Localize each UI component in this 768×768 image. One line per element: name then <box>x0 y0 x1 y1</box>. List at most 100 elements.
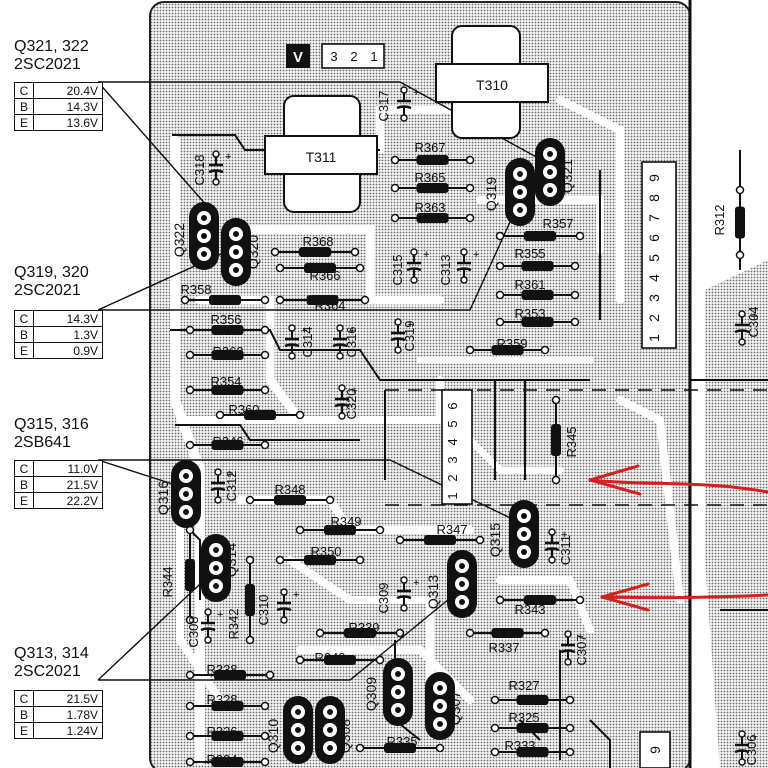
component-label: R355 <box>514 246 545 261</box>
capacitor-c312: +C312 <box>210 468 239 504</box>
resistor-r366: R366 <box>275 263 365 283</box>
resistor-r312: R312 <box>712 185 745 260</box>
resistor-r337: R337 <box>465 628 550 655</box>
capacitor-c317: +C317 <box>376 86 419 122</box>
strip-pin-label: 1 <box>646 334 662 342</box>
strip-pin-label: 4 <box>646 274 662 282</box>
component-label: R333 <box>504 738 535 753</box>
resistor-r358: R358 <box>180 282 270 305</box>
resistor-r362: R362 <box>185 344 270 360</box>
transistor-q321: Q321 <box>535 138 575 206</box>
component-label: R340 <box>314 650 345 665</box>
transistor-q319: Q319 <box>483 158 535 226</box>
corner-label: 9 <box>647 746 663 754</box>
strip-pin-label: 4 <box>445 438 460 445</box>
resistor-r333: R333 <box>490 738 575 757</box>
polarity-mark: + <box>577 631 583 643</box>
value-cell: 14.3V <box>33 310 103 327</box>
component-label: Q307 <box>447 691 463 725</box>
resistor-r368: R368 <box>270 234 360 257</box>
component-label: R325 <box>508 710 539 725</box>
callout-leaders <box>97 81 561 681</box>
pin-cell: E <box>14 114 34 131</box>
component-label: R362 <box>212 344 243 359</box>
callout-label: Q315, 316 <box>14 416 89 433</box>
pin-cell: B <box>14 326 34 343</box>
resistor-r355: R355 <box>495 246 580 271</box>
capacitor-c316: +C316 <box>332 324 359 360</box>
component-label: R338 <box>206 662 237 677</box>
transistor-q313: Q313 <box>425 550 477 618</box>
component-label: R360 <box>228 402 259 417</box>
right-copper-area <box>705 260 768 768</box>
component-label: Q309 <box>363 677 379 711</box>
component-label: C310 <box>256 594 271 625</box>
pin-cell: B <box>14 476 34 493</box>
component-label: C319 <box>402 320 417 351</box>
resistor-r325: R325 <box>490 710 575 733</box>
polarity-mark: + <box>301 325 307 337</box>
connector-v-label: V <box>293 49 303 66</box>
polarity-mark: + <box>349 325 355 337</box>
callout-label: Q319, 320 <box>14 264 89 281</box>
component-label: R356 <box>210 312 241 327</box>
callout-q319-title: Q319, 320 2SC2021 <box>14 264 89 300</box>
resistor-r340: R340 <box>295 650 385 665</box>
callout-label: Q313, 314 <box>14 645 89 662</box>
resistor-r327: R327 <box>490 678 575 705</box>
value-cell: 1.3V <box>33 326 103 343</box>
transistor-q314: Q314 <box>201 534 239 602</box>
component-label: R357 <box>542 216 573 231</box>
capacitor-c318: + C318 <box>192 150 231 186</box>
component-label: R346 <box>212 434 243 449</box>
component-label: C318 <box>192 154 207 185</box>
component-label: Q316 <box>155 481 171 515</box>
value-cell: 1.78V <box>33 706 103 723</box>
resistor-r339: R339 <box>315 620 405 638</box>
component-label: C317 <box>376 90 391 121</box>
component-label: R365 <box>414 170 445 185</box>
polarity-mark: + <box>225 151 231 163</box>
value-cell: 21.5V <box>33 690 103 707</box>
transistor-q309: Q309 <box>363 658 413 726</box>
component-label: R366 <box>309 268 340 283</box>
component-label: C312 <box>224 470 239 501</box>
component-label: Q320 <box>245 235 261 269</box>
polarity-mark: + <box>561 529 567 541</box>
dashed-boundaries <box>385 389 768 506</box>
resistor-r342: R342 <box>226 555 255 645</box>
transformer-t311: T311 <box>264 95 378 213</box>
component-label: R327 <box>508 678 539 693</box>
component-label: Q310 <box>265 719 281 753</box>
component-label: R348 <box>274 482 305 497</box>
pin-cell: C <box>14 690 34 707</box>
resistor-r363: R363 <box>390 200 475 223</box>
corner-box <box>639 731 671 768</box>
value-cell: 11.0V <box>33 460 103 477</box>
strip-pin-label: 9 <box>646 174 662 182</box>
capacitor-c315: +C315 <box>390 248 429 286</box>
component-label: R343 <box>514 602 545 617</box>
strip-pin-label: 3 <box>445 456 460 463</box>
transistor-q320: Q320 <box>221 218 261 286</box>
strip-pin-label: 2 <box>445 474 460 481</box>
component-label: R334 <box>206 752 237 767</box>
component-label: R349 <box>330 514 361 529</box>
component-label: R339 <box>348 620 379 635</box>
component-label: Q313 <box>425 575 441 609</box>
polarity-mark: + <box>473 249 479 261</box>
component-label: R364 <box>314 298 345 313</box>
polarity-mark: + <box>293 589 299 601</box>
resistor-r335: R335 <box>355 734 445 753</box>
resistor-r344: R344 <box>160 525 195 625</box>
